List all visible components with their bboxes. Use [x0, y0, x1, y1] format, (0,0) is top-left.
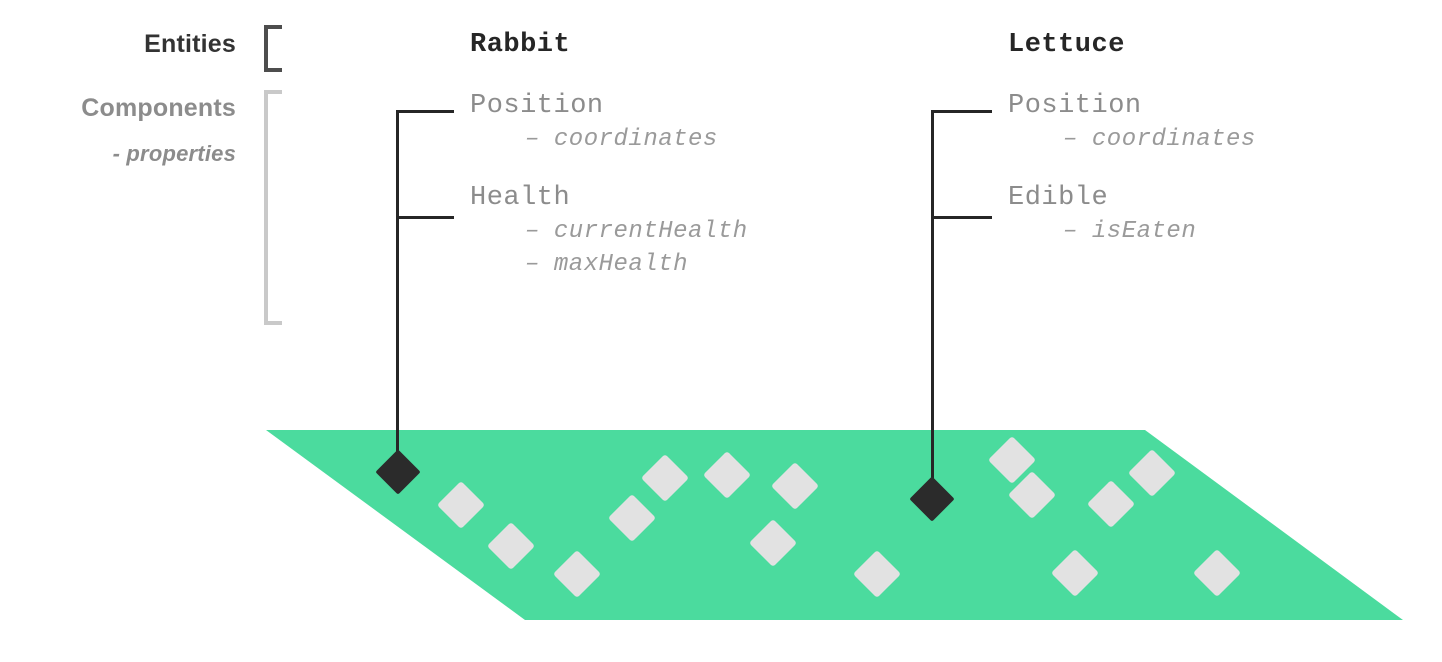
connector-branch-rabbit-position — [396, 110, 454, 113]
scenery-marker — [770, 461, 820, 511]
scenery-marker — [436, 480, 486, 530]
scenery-marker — [640, 453, 690, 503]
connector-branch-lettuce-edible — [931, 216, 992, 219]
connector-branch-rabbit-health — [396, 216, 454, 219]
property-dash: – — [1063, 218, 1078, 245]
scenery-marker — [748, 518, 798, 568]
property-dash: – — [525, 251, 540, 278]
scenery-marker — [702, 450, 752, 500]
component-block-edible: Edible –isEaten — [1008, 181, 1256, 248]
legend-entities-label: Entities — [144, 30, 236, 58]
scenery-marker — [1050, 548, 1100, 598]
connector-stem-rabbit — [396, 110, 399, 472]
connector-branch-lettuce-position — [931, 110, 992, 113]
component-block-position: Position –coordinates — [1008, 89, 1256, 156]
connector-stem-lettuce — [931, 110, 934, 499]
component-name-edible[interactable]: Edible — [1008, 183, 1109, 213]
property-dash: – — [525, 218, 540, 245]
scenery-marker — [486, 521, 536, 571]
scenery-marker — [852, 549, 902, 599]
property-name: coordinates — [1091, 126, 1256, 153]
component-name-position[interactable]: Position — [1008, 91, 1142, 121]
property-row: –maxHealth — [525, 248, 748, 281]
property-row: –currentHealth — [525, 215, 748, 248]
scenery-marker — [1127, 448, 1177, 498]
entity-marker-rabbit[interactable] — [375, 449, 421, 495]
property-dash: – — [1063, 126, 1078, 153]
scenery-marker — [607, 493, 657, 543]
component-block-position: Position –coordinates — [470, 89, 748, 156]
property-row: –coordinates — [1063, 123, 1256, 156]
scenery-marker — [1192, 548, 1242, 598]
property-name: maxHealth — [553, 251, 689, 278]
scenery-marker — [552, 549, 602, 599]
legend-components-label: Components — [81, 94, 236, 122]
component-name-health[interactable]: Health — [470, 183, 571, 213]
entity-title-lettuce[interactable]: Lettuce — [1008, 30, 1125, 60]
entity-column-rabbit: Rabbit Position –coordinates Health –cur… — [470, 28, 748, 281]
property-name: currentHealth — [553, 218, 748, 245]
property-row: –isEaten — [1063, 215, 1256, 248]
property-dash: – — [525, 126, 540, 153]
bracket-components — [264, 90, 282, 325]
ground-plane-polygon — [266, 430, 1403, 620]
scenery-marker — [1086, 479, 1136, 529]
property-row: –coordinates — [525, 123, 748, 156]
property-name: isEaten — [1091, 218, 1197, 245]
entity-title-rabbit[interactable]: Rabbit — [470, 30, 571, 60]
component-name-position[interactable]: Position — [470, 91, 604, 121]
property-name: coordinates — [553, 126, 718, 153]
entity-marker-lettuce[interactable] — [909, 476, 955, 522]
entity-column-lettuce: Lettuce Position –coordinates Edible –is… — [1008, 28, 1256, 248]
legend-properties-label: - properties — [112, 141, 236, 166]
bracket-entities — [264, 25, 282, 72]
component-block-health: Health –currentHealth –maxHealth — [470, 181, 748, 281]
